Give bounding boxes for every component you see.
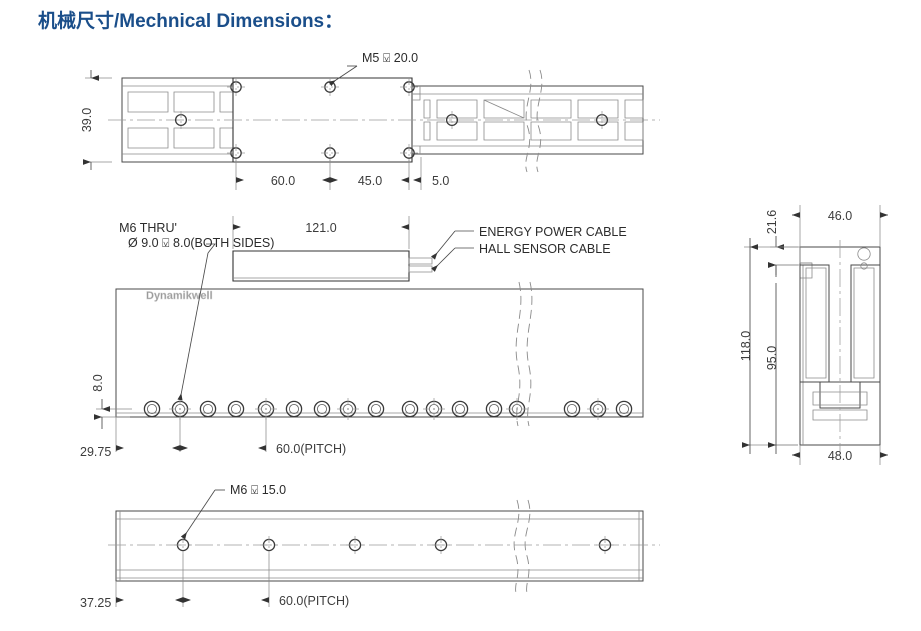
middle-view-hole-row xyxy=(143,398,633,420)
brand-mark: Dynamikwell xyxy=(146,290,213,302)
bottom-view: M6 ⍌ 15.0 37.25 60.0(PITCH) xyxy=(80,483,660,610)
dim-216-label: 21.6 xyxy=(765,210,779,234)
bottom-view-break-lines xyxy=(513,499,531,597)
dim-5-label: 5.0 xyxy=(432,174,449,188)
top-view-mount-holes xyxy=(227,78,418,162)
dim-height-39: 39.0 xyxy=(80,70,112,170)
dim-60-label: 60.0 xyxy=(271,174,295,188)
callout-m5-depth: M5 ⍌ 20.0 xyxy=(328,51,418,87)
dim-2975-label: 29.75 xyxy=(80,445,111,459)
dim-len-121: 121.0 xyxy=(232,216,410,249)
dim-3725-label: 37.25 xyxy=(80,596,111,610)
top-view-carriage xyxy=(232,77,413,163)
dim-216: 21.6 xyxy=(765,210,800,277)
dim-45-label: 45.0 xyxy=(358,174,382,188)
dim-8-label: 8.0 xyxy=(91,374,105,391)
callout-energy-power-cable: ENERGY POWER CABLE xyxy=(479,225,627,239)
callout-m6-thru-line1: M6 THRU' xyxy=(119,221,177,235)
bottom-view-tapped-holes xyxy=(174,536,614,554)
middle-view-coil-block xyxy=(232,250,433,282)
dim-48: 48.0 xyxy=(792,445,888,465)
callout-hall-sensor-cable: HALL SENSOR CABLE xyxy=(479,242,611,256)
dim-118: 118.0 xyxy=(739,238,798,454)
section-u-channel xyxy=(799,264,881,421)
bottom-view-rail-body xyxy=(115,510,644,582)
callout-cables: ENERGY POWER CABLE HALL SENSOR CABLE xyxy=(430,225,627,272)
dim-39-label: 39.0 xyxy=(80,108,94,132)
callout-m6-thru-line2: Ø 9.0 ⍌ 8.0(BOTH SIDES) xyxy=(128,236,274,250)
dim-95-label: 95.0 xyxy=(765,346,779,370)
section-cable-holes xyxy=(857,247,871,270)
dim-height-8: 8.0 xyxy=(91,374,132,429)
page-title: 机械尺寸/Mechnical Dimensions： xyxy=(38,11,344,32)
top-view-rail-center-holes xyxy=(174,111,609,129)
dim-121-label: 121.0 xyxy=(305,221,336,235)
cross-section-view: 21.6 46.0 118.0 xyxy=(739,205,888,465)
dim-95: 95.0 xyxy=(765,262,798,454)
top-view-rail-right xyxy=(411,85,644,155)
dim-pitch-60-bottom-label: 60.0(PITCH) xyxy=(279,594,349,608)
middle-view-base-plate xyxy=(115,288,644,418)
dim-48-label: 48.0 xyxy=(828,449,852,463)
callout-m5-label: M5 ⍌ 20.0 xyxy=(362,51,418,65)
top-view: M5 ⍌ 20.0 39.0 60.0 4 xyxy=(80,51,660,190)
dim-row-middle: 29.75 60.0(PITCH) xyxy=(80,417,346,459)
callout-m6-depth: M6 ⍌ 15.0 xyxy=(180,483,286,540)
callout-m6-thru: M6 THRU' Ø 9.0 ⍌ 8.0(BOTH SIDES) xyxy=(119,221,274,401)
dim-46: 46.0 xyxy=(792,205,888,247)
dim-118-label: 118.0 xyxy=(739,331,753,361)
dim-row-bottom: 37.25 60.0(PITCH) xyxy=(80,554,349,610)
middle-view: Dynamikwell M6 THRU' Ø 9.0 ⍌ 8.0(BOTH SI… xyxy=(80,216,644,459)
dim-row-top: 60.0 45.0 5.0 xyxy=(235,157,449,190)
top-view-break-lines xyxy=(525,69,543,173)
callout-m6-depth-label: M6 ⍌ 15.0 xyxy=(230,483,286,497)
dim-pitch-60-middle-label: 60.0(PITCH) xyxy=(276,442,346,456)
dim-46-label: 46.0 xyxy=(828,209,852,223)
